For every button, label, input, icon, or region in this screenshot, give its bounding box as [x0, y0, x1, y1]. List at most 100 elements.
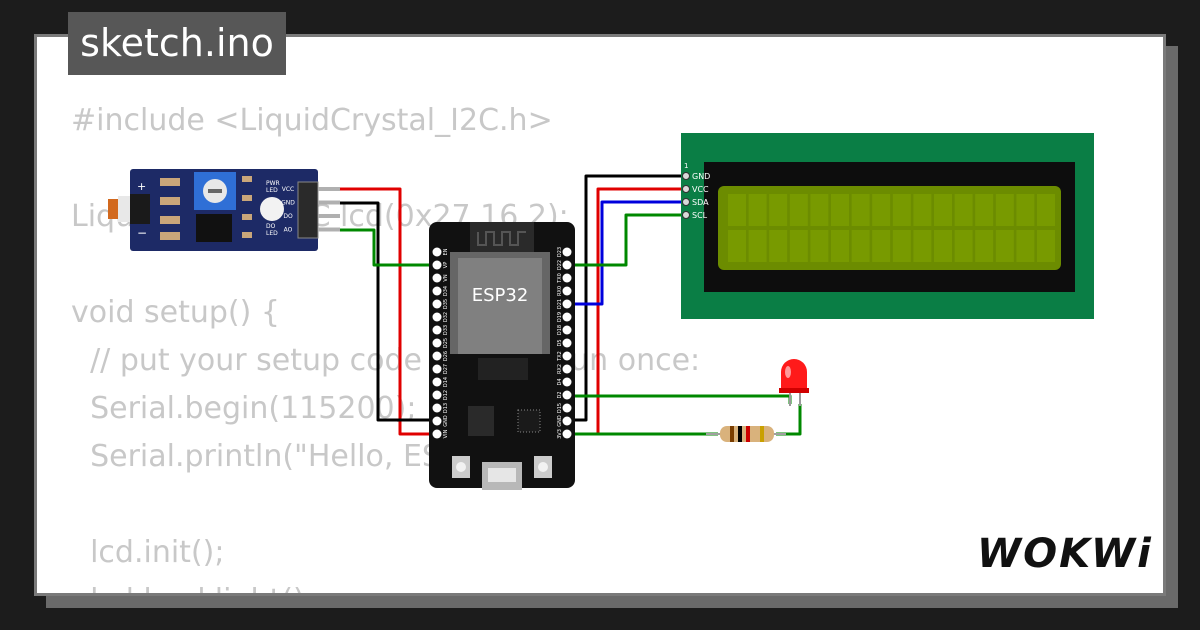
esp32-pin[interactable] — [562, 338, 572, 348]
lcd-cell — [892, 230, 911, 262]
esp32-pin[interactable] — [562, 260, 572, 270]
esp32-pin-label: D4 — [557, 378, 563, 385]
esp32-pin[interactable] — [432, 286, 442, 296]
esp32-pin[interactable] — [432, 416, 442, 426]
wire-lcd-sda[interactable] — [568, 200, 686, 306]
esp32-pin[interactable] — [562, 299, 572, 309]
lcd-pin-one-label: 1 — [684, 162, 688, 170]
esp32-pin[interactable] — [562, 403, 572, 413]
wire-led-anode[interactable] — [568, 394, 792, 404]
wire-sensor-vcc[interactable] — [318, 187, 432, 436]
lcd-pin[interactable] — [682, 211, 690, 219]
lcd-cell — [810, 230, 829, 262]
esp32-pin-label: 3V3 — [557, 429, 563, 439]
resistor[interactable] — [706, 426, 786, 442]
esp32-pin[interactable] — [432, 247, 442, 257]
esp32-board[interactable]: ESP32 ENVPVND34D35D32D33D25D26D27D14D12D… — [429, 222, 575, 490]
lcd-cell — [1016, 194, 1035, 226]
esp32-pin-label: D14 — [443, 377, 449, 387]
esp32-pin-label: D21 — [557, 299, 563, 309]
lcd-cell — [831, 194, 849, 226]
esp32-pin[interactable] — [432, 351, 442, 361]
esp32-pin[interactable] — [432, 325, 442, 335]
esp32-pin-label: D27 — [443, 364, 449, 374]
esp32-pin[interactable] — [432, 299, 442, 309]
lcd-cell — [831, 230, 849, 262]
lcd-pin[interactable] — [682, 172, 690, 180]
lcd-pin[interactable] — [682, 185, 690, 193]
wire-lcd-scl[interactable] — [568, 213, 686, 267]
esp32-pin-label: GND — [443, 415, 449, 427]
lcd-cell — [748, 230, 767, 262]
lcd-cell — [1037, 194, 1055, 226]
esp32-pin-label: RX2 — [557, 364, 563, 374]
esp32-pin[interactable] — [562, 286, 572, 296]
esp32-pin[interactable] — [562, 377, 572, 387]
esp32-pin[interactable] — [432, 338, 442, 348]
esp32-pin-label: D25 — [443, 338, 449, 348]
esp32-pin[interactable] — [562, 273, 572, 283]
esp32-pin-label: EN — [443, 248, 449, 255]
code-line: #include <LiquidCrystal_I2C.h> — [71, 103, 553, 138]
wire-lcd-gnd[interactable] — [568, 174, 686, 422]
esp32-pin-label: VP — [443, 262, 449, 268]
esp32-right-pins: D23D22TX0RX0D21D19D18D5TX2RX2D4D2D15GND3… — [557, 247, 572, 439]
wire-sensor-gnd[interactable] — [318, 201, 432, 422]
esp32-pin-label: D15 — [557, 403, 563, 413]
lcd-cell — [789, 194, 808, 226]
esp32-pin-label: D34 — [443, 286, 449, 296]
esp32-pin[interactable] — [432, 312, 442, 322]
esp32-pin[interactable] — [562, 390, 572, 400]
esp32-pin-label: D26 — [443, 351, 449, 361]
esp32-pin[interactable] — [432, 429, 442, 439]
esp32-pin[interactable] — [432, 364, 442, 374]
esp32-pin[interactable] — [432, 260, 442, 270]
esp32-pin-label: VIN — [443, 429, 449, 438]
esp32-pin[interactable] — [432, 273, 442, 283]
lcd-cell — [954, 194, 973, 226]
wokwi-logo-icon[interactable]: WOKWi — [975, 525, 1155, 580]
esp32-pin-label: GND — [557, 415, 563, 427]
lcd-pin-label: VCC — [692, 185, 709, 194]
esp32-pin[interactable] — [562, 351, 572, 361]
sensor-plus-label: + — [137, 180, 146, 193]
code-line: void setup() { — [71, 295, 280, 330]
esp32-pin[interactable] — [432, 377, 442, 387]
wire-sensor-ao[interactable] — [318, 228, 432, 267]
esp32-pin-label: VN — [443, 274, 449, 281]
esp32-pin-label: RX0 — [557, 286, 563, 296]
lcd-cell — [872, 230, 891, 262]
esp32-pin[interactable] — [562, 429, 572, 439]
esp32-pin-label: TX0 — [557, 273, 563, 284]
lcd-pin-label: GND — [692, 172, 710, 181]
red-led[interactable] — [779, 359, 809, 406]
wokwi-brand-text: WOKWi — [977, 531, 1153, 577]
esp32-pin-label: D5 — [557, 339, 563, 346]
sensor-minus-label: − — [137, 226, 147, 240]
esp32-pin-label: D2 — [557, 391, 563, 398]
lcd-pin[interactable] — [682, 198, 690, 206]
file-tab-sketch-ino[interactable]: sketch.ino — [68, 12, 286, 75]
esp32-pin-label: D19 — [557, 312, 563, 322]
esp32-pin[interactable] — [432, 390, 442, 400]
lcd-character-cells — [728, 194, 1055, 262]
esp32-pin[interactable] — [562, 416, 572, 426]
lcd-cell — [934, 194, 952, 226]
lcd-cell — [995, 230, 1014, 262]
esp32-pin[interactable] — [562, 247, 572, 257]
esp32-pin[interactable] — [562, 312, 572, 322]
lcd-pin-label: SDA — [692, 198, 709, 207]
esp32-pin[interactable] — [432, 403, 442, 413]
esp32-pin[interactable] — [562, 325, 572, 335]
lcd-cell — [769, 194, 788, 226]
lcd-cell — [1037, 230, 1055, 262]
esp32-pin[interactable] — [562, 364, 572, 374]
wire-led-resistor[interactable] — [776, 404, 802, 436]
lcd-cell — [913, 194, 932, 226]
